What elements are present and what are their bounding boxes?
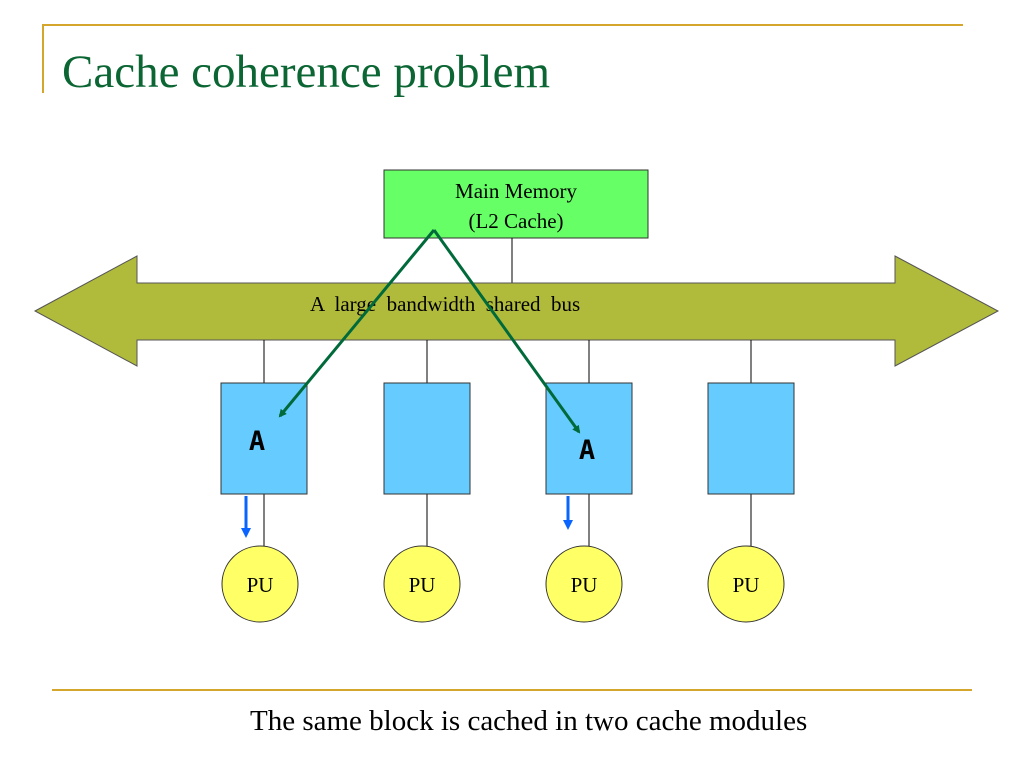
cache-1-block-label: A <box>249 426 265 457</box>
pu-3 <box>545 545 623 623</box>
pu-2 <box>383 545 461 623</box>
processing-units: PU PU PU PU <box>221 545 785 623</box>
slide-caption: The same block is cached in two cache mo… <box>250 705 807 737</box>
pu-4 <box>707 545 785 623</box>
cache-module-4 <box>707 382 795 495</box>
main-memory-box <box>383 169 649 239</box>
pu-2-label: PU <box>409 573 436 597</box>
pu-3-label: PU <box>571 573 598 597</box>
cache-3-block-label: A <box>579 435 595 466</box>
memory-label-line1: Main Memory <box>455 179 577 203</box>
slide-title: Cache coherence problem <box>62 46 550 98</box>
pu-1 <box>221 545 299 623</box>
copy-arrow-to-cache-3 <box>432 229 581 434</box>
connectors <box>263 340 752 546</box>
cache-module-3 <box>545 382 633 495</box>
copy-arrow-to-cache-1 <box>278 229 436 418</box>
memory-label-line2: (L2 Cache) <box>468 209 563 233</box>
cache-module-2 <box>383 382 471 495</box>
pu-1-label: PU <box>247 573 274 597</box>
pu-4-label: PU <box>733 573 760 597</box>
shared-bus-arrow <box>33 255 1000 367</box>
bus-label: A large bandwidth shared bus <box>310 292 580 316</box>
